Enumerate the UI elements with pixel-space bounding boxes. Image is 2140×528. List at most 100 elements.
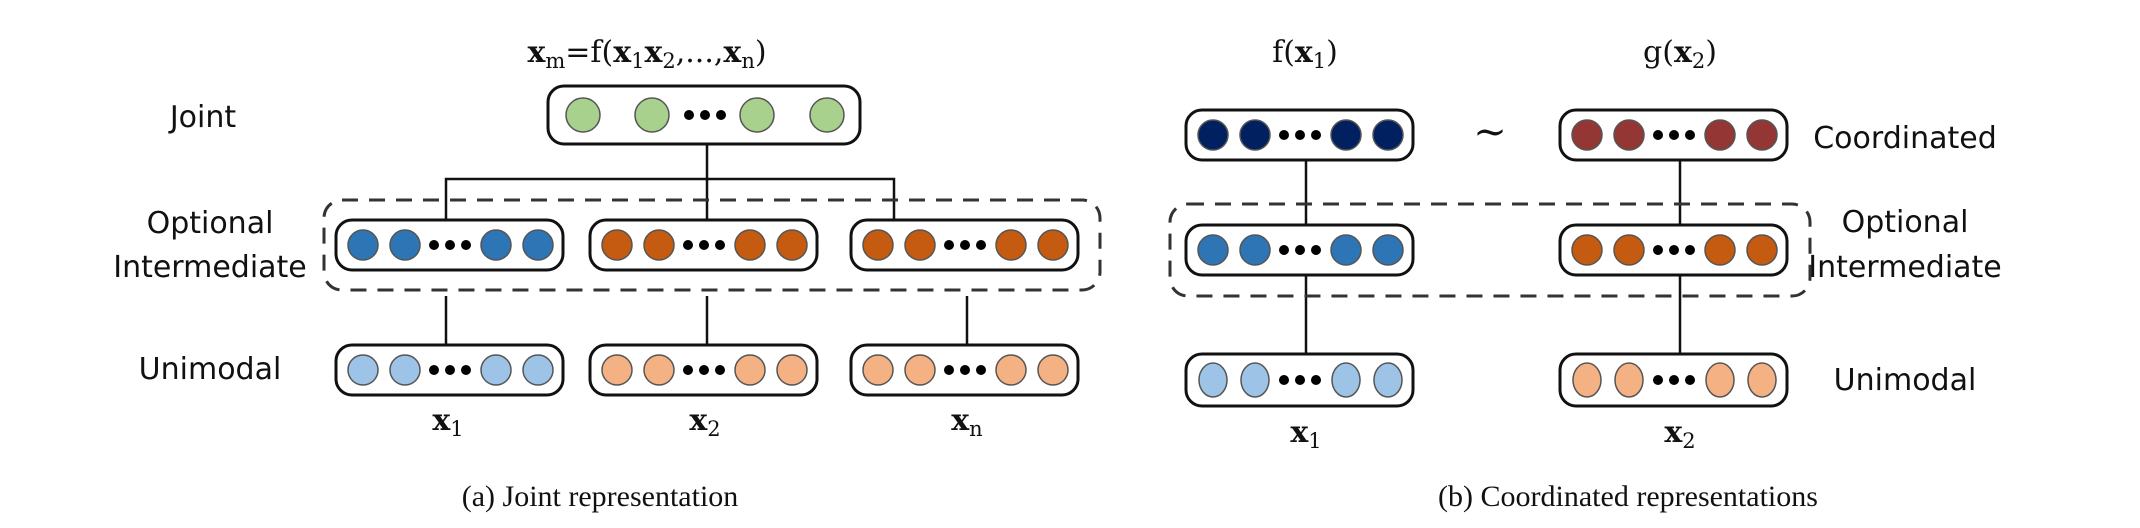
vector-symbol: x <box>951 403 970 438</box>
neuron-node <box>1747 362 1777 398</box>
ellipsis-dot <box>429 240 439 250</box>
ellipsis-dot <box>1669 130 1679 140</box>
ellipsis-dot <box>944 240 954 250</box>
subscript: 1 <box>450 417 463 441</box>
ellipsis-dot <box>1295 245 1305 255</box>
ellipsis-dot <box>445 365 455 375</box>
neuron-node <box>995 229 1027 261</box>
neuron-node <box>1197 234 1229 266</box>
neuron-node <box>1331 362 1361 398</box>
ellipsis-dot <box>1653 375 1663 385</box>
vector-symbol: x <box>689 403 708 438</box>
neuron-node <box>1330 119 1362 151</box>
neuron-node <box>522 354 554 386</box>
ellipsis-dot <box>1685 130 1695 140</box>
subscript: n <box>969 417 983 441</box>
ellipsis-dot <box>1669 245 1679 255</box>
subscript: 2 <box>662 49 675 73</box>
ellipsis-dot <box>1653 245 1663 255</box>
subscript: 2 <box>1692 49 1705 73</box>
vector-symbol: x <box>1674 35 1693 70</box>
intermediate-layer-2 <box>1558 223 1789 277</box>
neuron-node <box>1572 362 1602 398</box>
ellipsis-dot <box>429 365 439 375</box>
vector-symbol: x <box>1290 415 1309 450</box>
neuron-node <box>1373 362 1403 398</box>
subscript: 1 <box>631 49 644 73</box>
optional-intermediate-region <box>322 198 1102 292</box>
neuron-node <box>1037 229 1069 261</box>
intermediate-layer-1 <box>1184 223 1415 277</box>
neuron-node <box>634 97 670 133</box>
math-text: ,..., <box>676 35 724 70</box>
vector-symbol: x <box>644 35 663 70</box>
neuron-node <box>1330 234 1362 266</box>
subscript: 1 <box>1313 49 1326 73</box>
subscript: 1 <box>1308 429 1321 453</box>
neuron-node <box>1705 362 1735 398</box>
ellipsis-dot <box>976 240 986 250</box>
ellipsis-dot <box>1685 245 1695 255</box>
neuron-node <box>734 354 766 386</box>
row-label-intermediate: Intermediate <box>1808 250 2002 285</box>
ellipsis-dot <box>1295 375 1305 385</box>
modality-label-x1: x1 <box>432 403 463 441</box>
neuron-node <box>776 354 808 386</box>
neuron-node <box>1571 119 1603 151</box>
neuron-node <box>1037 354 1069 386</box>
neuron-node <box>809 97 845 133</box>
neuron-node <box>734 229 766 261</box>
caption-a: (a) Joint representation <box>462 480 739 513</box>
ellipsis-dot <box>683 365 693 375</box>
neuron-node <box>1746 119 1778 151</box>
math-text: f( <box>1272 35 1295 70</box>
intermediate-layer-1 <box>334 218 565 272</box>
neuron-node <box>522 229 554 261</box>
math-text: ) <box>1326 35 1338 70</box>
ellipsis-dot <box>715 365 725 375</box>
row-label-optional: Optional <box>1842 205 1969 240</box>
math-text: ) <box>755 35 767 70</box>
panel-a-joint: xm=f(x1x2,...,xn) Joint Optional Interme… <box>113 35 1102 513</box>
ellipsis-dot <box>1295 130 1305 140</box>
math-text: g( <box>1643 35 1674 70</box>
neuron-node <box>862 354 894 386</box>
neuron-node <box>776 229 808 261</box>
neuron-node <box>1372 119 1404 151</box>
ellipsis-dot <box>700 110 710 120</box>
neuron-node <box>904 229 936 261</box>
coordinated-layer-1 <box>1184 108 1415 162</box>
neuron-node <box>347 229 379 261</box>
joint-layer <box>546 84 862 146</box>
neuron-node <box>601 354 633 386</box>
subscript: 2 <box>707 417 720 441</box>
ellipsis-dot <box>1653 130 1663 140</box>
panel-b-coordinated: f(x1) g(x2) ~ Coordinated Optional Inter… <box>1168 35 2002 513</box>
ellipsis-dot <box>461 365 471 375</box>
caption-b: (b) Coordinated representations <box>1438 480 1818 513</box>
neuron-node <box>1372 234 1404 266</box>
neuron-node <box>1198 362 1228 398</box>
unimodal-layer-2 <box>588 343 819 397</box>
row-label-unimodal: Unimodal <box>1834 363 1977 398</box>
ellipsis-dot <box>1279 130 1289 140</box>
ellipsis-dot <box>699 365 709 375</box>
unimodal-layer-n <box>849 343 1080 397</box>
neuron-node <box>1614 362 1644 398</box>
vector-symbol: x <box>432 403 451 438</box>
unimodal-layer-1 <box>334 343 565 397</box>
optional-intermediate-region <box>1168 202 1812 298</box>
joint-formula: xm=f(x1x2,...,xn) <box>527 35 766 73</box>
ellipsis-dot <box>716 110 726 120</box>
neuron-node <box>1613 119 1645 151</box>
row-label-joint: Joint <box>168 100 237 135</box>
neuron-node <box>347 354 379 386</box>
neuron-node <box>1240 362 1270 398</box>
ellipsis-dot <box>699 240 709 250</box>
row-label-unimodal: Unimodal <box>139 352 282 387</box>
neuron-node <box>1239 119 1271 151</box>
ellipsis-dot <box>683 240 693 250</box>
ellipsis-dot <box>1669 375 1679 385</box>
neuron-node <box>1704 234 1736 266</box>
